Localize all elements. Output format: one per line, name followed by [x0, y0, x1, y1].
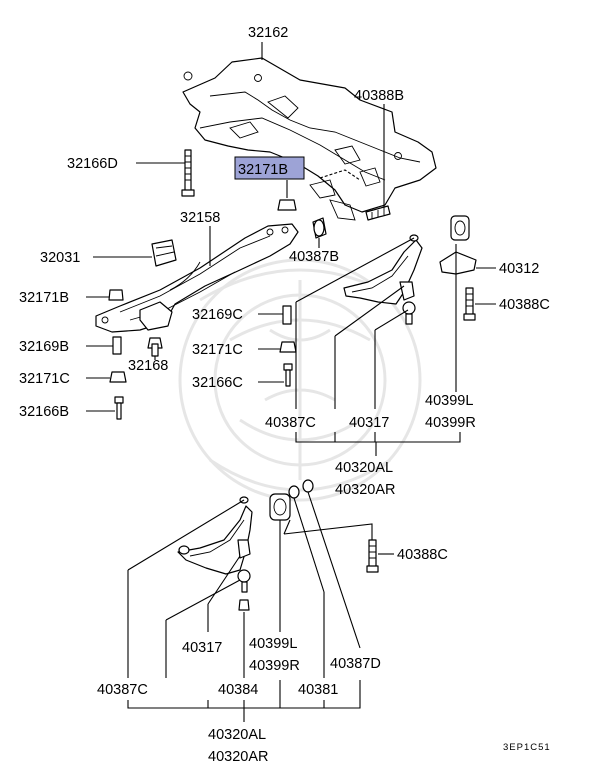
label-32171C-left: 32171C	[19, 371, 70, 387]
label-32166D: 32166D	[67, 156, 118, 172]
label-40312: 40312	[499, 261, 539, 277]
bolt-32166C	[283, 363, 293, 387]
sleeve-32169B	[112, 336, 122, 355]
label-32171B: 32171B	[19, 290, 69, 306]
label-32166B: 32166B	[19, 404, 69, 420]
label-32166C: 32166C	[192, 375, 243, 391]
label-40399L-bottom: 40399L	[249, 636, 297, 652]
label-40399R-top: 40399R	[425, 415, 476, 431]
lower-arm-lower	[177, 496, 253, 593]
label-40320AR-bottom: 40320AR	[208, 749, 268, 765]
label-40388C-top: 40388C	[499, 297, 550, 313]
label-32171B-highlighted: 32171B	[238, 162, 288, 178]
label-40320AL-top: 40320AL	[335, 460, 393, 476]
diagram-code: 3EP1C51	[503, 742, 551, 753]
watermark-emblem	[178, 258, 422, 502]
bolt-32166D	[181, 149, 195, 197]
label-40320AL-bottom: 40320AL	[208, 727, 266, 743]
label-40399R-bottom: 40399R	[249, 658, 300, 674]
label-40317-bottom: 40317	[182, 640, 222, 656]
label-32158: 32158	[180, 210, 220, 226]
nut-40384	[238, 599, 250, 611]
stud-32168	[147, 337, 163, 357]
bolt-40388C-top	[463, 287, 476, 321]
bushing-40312	[439, 215, 477, 275]
label-40387B: 40387B	[289, 249, 339, 265]
label-40384: 40384	[218, 682, 258, 698]
bushing-32031	[151, 239, 177, 267]
label-40317-top: 40317	[349, 415, 389, 431]
highlight-box-32171B	[234, 156, 305, 180]
label-40381: 40381	[298, 682, 338, 698]
crossmember-32162	[182, 57, 437, 221]
label-40388B: 40388B	[354, 88, 404, 104]
bolt-40388B	[365, 205, 391, 221]
label-40387C-bottom: 40387C	[97, 682, 148, 698]
beam-32158	[95, 223, 299, 333]
label-40387D: 40387D	[330, 656, 381, 672]
label-32162: 32162	[248, 25, 288, 41]
bolt-32166B	[114, 396, 124, 420]
nut-32171B-left	[108, 289, 124, 301]
sleeve-32169C	[282, 305, 292, 325]
label-40388C-bottom: 40388C	[397, 547, 448, 563]
nut-40387D	[302, 479, 314, 493]
label-32031: 32031	[40, 250, 80, 266]
label-32169C: 32169C	[192, 307, 243, 323]
nut-40387B	[312, 217, 327, 239]
label-40387C-top: 40387C	[265, 415, 316, 431]
nut-32171C-mid	[279, 341, 297, 353]
bolt-40388C-bottom	[366, 539, 379, 573]
nut-32171C-left	[109, 371, 127, 383]
label-32168: 32168	[128, 358, 168, 374]
label-32171C-mid: 32171C	[192, 342, 243, 358]
label-40399L-top: 40399L	[425, 393, 473, 409]
washer-40381	[288, 485, 300, 499]
nut-32171B-top	[277, 199, 297, 211]
bushing-40399	[269, 493, 291, 521]
label-32169B: 32169B	[19, 339, 69, 355]
label-40320AR-top: 40320AR	[335, 482, 395, 498]
